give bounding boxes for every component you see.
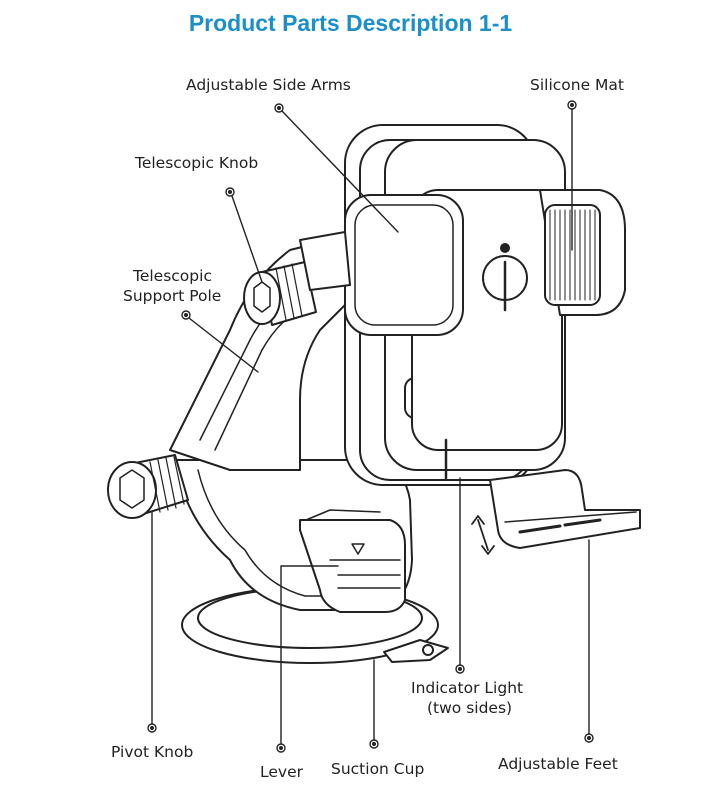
label-lever: Lever bbox=[260, 763, 303, 781]
leader-lines bbox=[147, 100, 594, 753]
silicone-mat bbox=[539, 189, 626, 316]
label-silicone-mat: Silicone Mat bbox=[530, 76, 624, 94]
adjustable-side-arm bbox=[299, 194, 464, 336]
label-indicator-light-line1: Indicator Light bbox=[411, 679, 524, 697]
label-adjustable-side-arms: Adjustable Side Arms bbox=[186, 76, 351, 94]
label-telescopic-knob: Telescopic Knob bbox=[135, 154, 259, 172]
pivot-knob bbox=[107, 454, 189, 519]
label-telescopic-support-pole-line2: Support Pole bbox=[123, 287, 222, 305]
page-title: Product Parts Description 1-1 bbox=[188, 10, 513, 36]
label-indicator-light-line2: (two sides) bbox=[427, 699, 513, 717]
label-suction-cup: Suction Cup bbox=[331, 760, 425, 778]
adjustable-feet bbox=[489, 469, 641, 549]
label-pivot-knob: Pivot Knob bbox=[111, 743, 194, 761]
adjust-arrow-icon bbox=[471, 515, 495, 555]
label-telescopic-support-pole-line1: Telescopic bbox=[133, 267, 212, 285]
label-adjustable-feet: Adjustable Feet bbox=[498, 755, 618, 773]
lever bbox=[299, 509, 406, 613]
telescopic-knob bbox=[243, 261, 317, 326]
